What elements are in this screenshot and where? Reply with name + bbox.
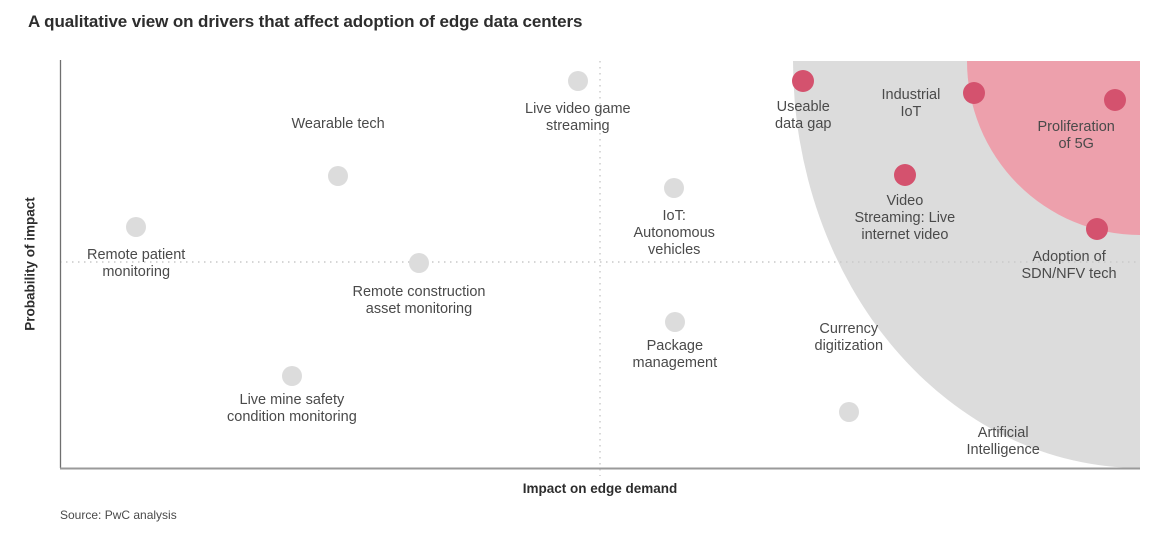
data-point-marker[interactable]: [665, 312, 685, 332]
data-point-label: Artificial Intelligence: [966, 425, 1040, 458]
data-point-label: Live mine safety condition monitoring: [227, 392, 357, 425]
data-point-label: Package management: [632, 338, 718, 371]
data-point-marker[interactable]: [409, 253, 429, 273]
data-point-label: Proliferation of 5G: [1037, 119, 1115, 152]
pink-zone-region: [967, 61, 1140, 235]
data-points-layer: [126, 70, 1126, 422]
data-point-label: Industrial IoT: [881, 87, 941, 120]
data-point-marker[interactable]: [792, 70, 814, 92]
data-point-label: Adoption of SDN/NFV tech: [1021, 249, 1117, 282]
data-point-marker[interactable]: [664, 178, 684, 198]
data-point-marker[interactable]: [993, 396, 1013, 416]
data-point-label: Remote patient monitoring: [87, 247, 186, 280]
data-point-label: Useable data gap: [775, 99, 832, 132]
data-point-marker[interactable]: [894, 164, 916, 186]
source-note: Source: PwC analysis: [60, 508, 177, 522]
data-point-marker[interactable]: [282, 366, 302, 386]
data-point-label: Remote construction asset monitoring: [352, 284, 486, 317]
data-point-marker[interactable]: [126, 217, 146, 237]
data-point-marker[interactable]: [1086, 218, 1108, 240]
data-point-label: Currency digitization: [814, 321, 884, 354]
data-point-marker[interactable]: [328, 166, 348, 186]
data-point-marker[interactable]: [568, 71, 588, 91]
y-axis-title: Probability of impact: [22, 197, 38, 331]
data-point-label: IoT: Autonomous vehicles: [633, 208, 715, 258]
data-point-label: Video Streaming: Live internet video: [854, 193, 956, 243]
data-point-label: Wearable tech: [291, 116, 385, 132]
data-point-marker[interactable]: [839, 402, 859, 422]
x-axis-title: Impact on edge demand: [522, 481, 678, 496]
data-point-marker[interactable]: [963, 82, 985, 104]
data-point-marker[interactable]: [1104, 89, 1126, 111]
data-point-label: Live video game streaming: [525, 101, 631, 134]
page-title: A qualitative view on drivers that affec…: [28, 12, 583, 31]
